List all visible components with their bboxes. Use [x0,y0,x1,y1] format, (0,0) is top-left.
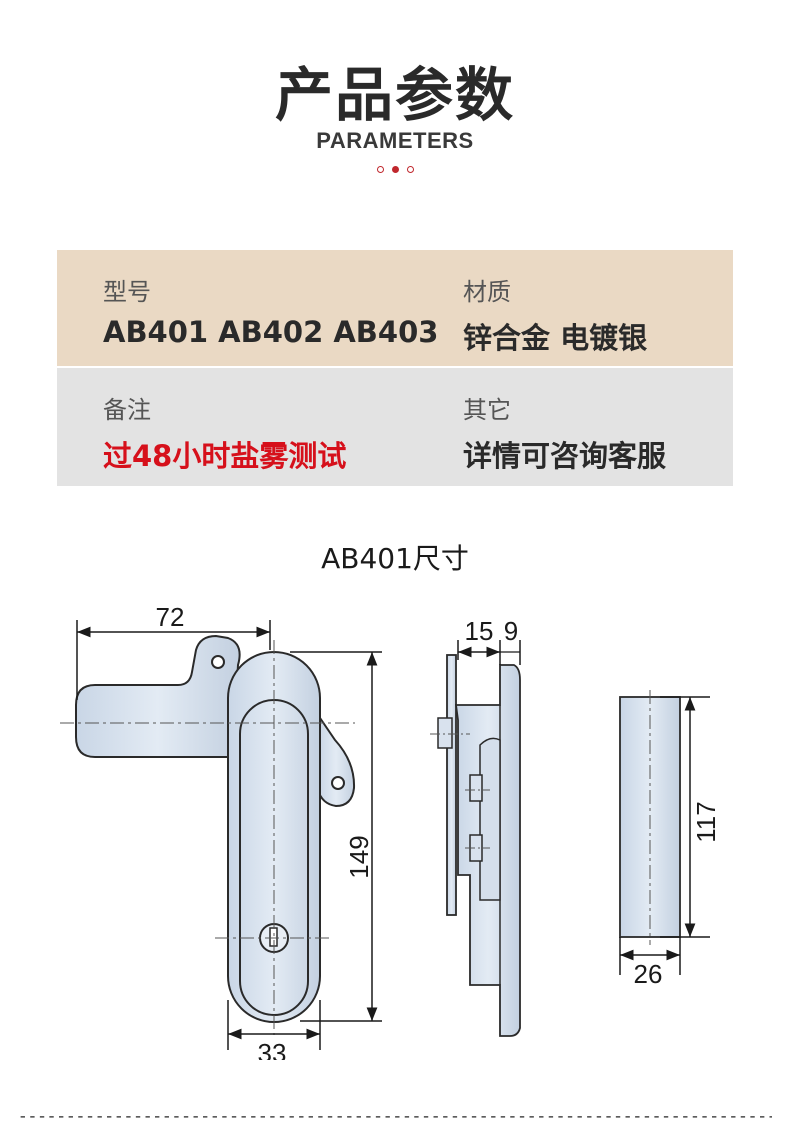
param-cell-other: 其它 详情可咨询客服 [463,390,666,475]
dim-15: 15 [465,616,494,646]
model-label: 型号 [103,278,151,306]
nut [469,774,483,802]
note-value: 过48小时盐雾测试 [103,439,347,473]
dot-icon [406,166,414,173]
param-row-model-material: 型号 AB401 AB402 AB403 材质 锌合金 电镀银 [57,250,733,366]
panel-plate [446,654,457,916]
param-cell-model: 型号 AB401 AB402 AB403 [103,272,438,349]
dim-26: 26 [634,959,663,989]
dim-33: 33 [258,1038,287,1060]
model-value: AB401 AB402 AB403 [103,315,439,349]
mount-hole [211,655,225,669]
side-view: 15 9 [430,616,521,1037]
footer-divider: ----------------------------------------… [18,1108,772,1126]
param-cell-material: 材质 锌合金 电镀银 [463,272,647,357]
material-value: 锌合金 电镀银 [463,321,648,355]
param-row-note-other: 备注 过48小时盐雾测试 其它 详情可咨询客服 [57,368,733,486]
mount-hole [331,776,345,790]
end-view: 117 26 [619,690,721,989]
side-tab [317,711,356,808]
param-cell-note: 备注 过48小时盐雾测试 [103,390,346,475]
parameters-table: 型号 AB401 AB402 AB403 材质 锌合金 电镀银 备注 过48小时… [57,250,733,486]
page-subtitle: PARAMETERS [316,128,474,153]
dim-72: 72 [156,602,185,632]
dim-149: 149 [344,835,374,878]
material-label: 材质 [463,278,511,306]
dot-icon [376,166,384,173]
note-label: 备注 [103,396,151,424]
other-value: 详情可咨询客服 [463,439,667,473]
front-view: 72 149 33 [60,602,382,1060]
decorative-dots [0,166,790,173]
page-title: 产品参数 [274,61,515,129]
technical-drawing: 72 149 33 15 9 117 [60,602,721,1060]
bolt-head [437,717,453,749]
dim-9: 9 [504,616,518,646]
handle-arm [75,634,241,758]
drawing-title: AB401尺寸 [321,542,469,575]
dot-icon [391,166,399,173]
other-label: 其它 [463,396,511,424]
dim-117: 117 [691,801,721,842]
